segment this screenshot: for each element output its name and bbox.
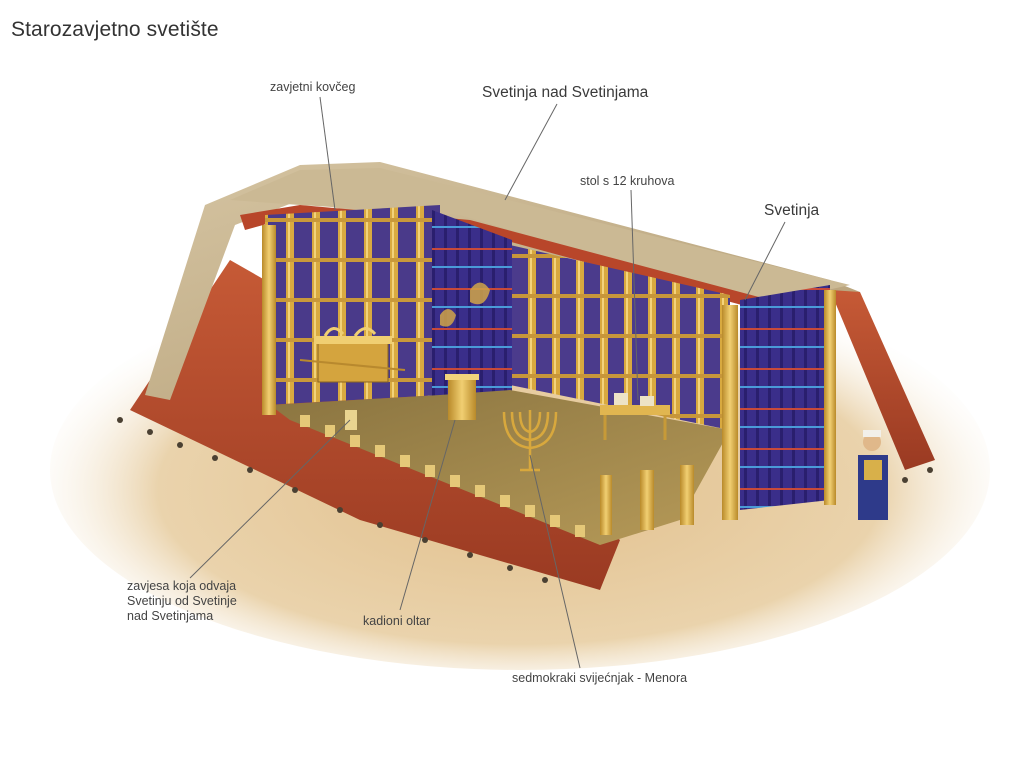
leader-line-altar [399,419,456,611]
leader-line-menorah [529,454,581,669]
leader-line-veil [189,419,351,579]
cherub-embroidery [440,309,456,327]
pillar [722,305,738,520]
leader-lines [189,96,786,669]
back-wall-holy-of-holies [265,205,440,405]
ark-of-covenant [299,327,406,383]
back-wall-holy-place [510,245,730,430]
cherub-embroidery [470,282,490,305]
altar-of-incense [445,374,479,420]
leader-line-holy-place [744,221,786,301]
silver-sockets-row [300,415,585,537]
table-of-showbread [600,393,670,440]
label-veil-line-3: nad Svetinjama [127,609,214,623]
label-veil-line-1: zavjesa koja odvaja [127,579,237,593]
leader-line-holy-of-holies [504,103,558,201]
front-post [640,470,654,530]
label-holy-of-holies: Svetinja nad Svetinjama [482,84,649,101]
label-veil-line-2: Svetinju od Svetinje [127,594,237,608]
roof-top [230,168,850,305]
tent-pegs [117,417,933,583]
red-covering-right [830,290,935,470]
label-menorah: sedmokraki svijećnjak - Menora [512,671,688,685]
label-table: stol s 12 kruhova [580,174,675,188]
pillar [262,225,276,415]
high-priest-figure [858,430,888,520]
page-title: Starozavjetno svetište [11,18,219,41]
inner-veil-curtain [432,210,512,420]
leader-line-table [630,189,639,401]
front-post [600,475,612,535]
front-post [680,465,694,525]
pillar [824,290,836,505]
leader-line-ark [319,96,336,211]
label-ark: zavjetni kovčeg [270,80,356,94]
label-holy-place: Svetinja [764,202,820,219]
menorah [502,410,558,472]
front-post [345,410,357,430]
label-incense-altar: kadioni oltar [363,614,431,628]
entrance-curtain [740,285,830,510]
sanctuary-floor [270,390,730,545]
